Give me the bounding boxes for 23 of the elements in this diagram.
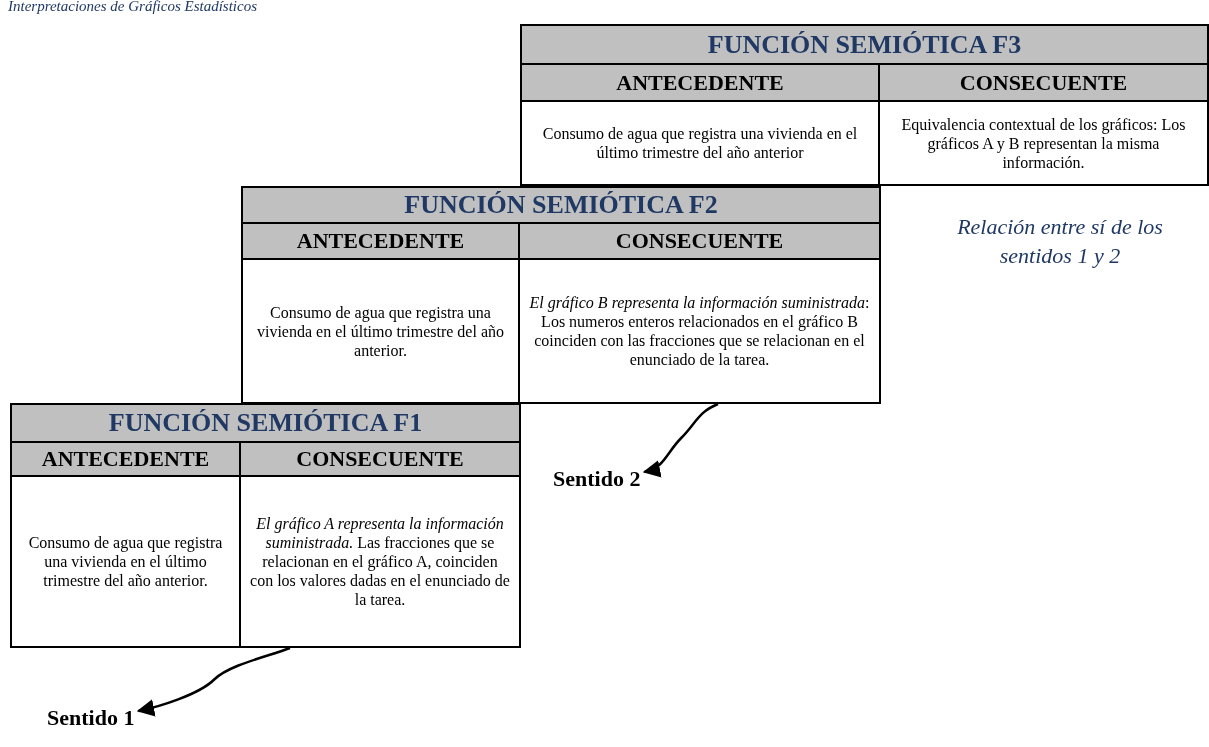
table-title: FUNCIÓN SEMIÓTICA F3: [522, 26, 1207, 65]
table-title: FUNCIÓN SEMIÓTICA F2: [243, 188, 879, 224]
table-cell: El gráfico A representa la información suministrada. Las fracciones que se relacionan en el gráfico A, coinciden con los valores dadas en el enunciado de la tarea.: [241, 477, 519, 646]
table-cell: Consumo de agua que registra una vivienda en el último trimestre del año anterior: [522, 102, 880, 184]
column-header: ANTECEDENTE: [12, 443, 241, 477]
column-header: CONSECUENTE: [880, 65, 1207, 102]
curved-arrow: [642, 402, 719, 477]
page-title: Interpretaciones de Gráficos Estadísticos: [8, 0, 257, 15]
table: [10, 403, 521, 648]
column-header: CONSECUENTE: [520, 224, 879, 260]
table-cell: El gráfico B representa la información suministrada: Los numeros enteros relacionados en el gráfico B coinciden con las fracciones que se relacionan en el enunciado de la tarea.: [520, 260, 879, 402]
table-cell: Consumo de agua que registra una vivienda en el último trimestre del año anterior.: [12, 477, 241, 646]
column-header: ANTECEDENTE: [522, 65, 880, 102]
direction-label: Sentido 2: [553, 466, 641, 492]
column-header: ANTECEDENTE: [243, 224, 520, 260]
column-header: CONSECUENTE: [241, 443, 519, 477]
direction-label: Sentido 1: [47, 705, 135, 731]
table-cell: Equivalencia contextual de los gráficos: Los gráficos A y B representan la misma información.: [880, 102, 1207, 184]
table-title: FUNCIÓN SEMIÓTICA F1: [12, 405, 519, 443]
curved-arrow: [136, 646, 291, 717]
table: [241, 186, 881, 404]
table: [520, 24, 1209, 186]
note: Relación entre sí de los sentidos 1 y 2: [956, 213, 1164, 270]
